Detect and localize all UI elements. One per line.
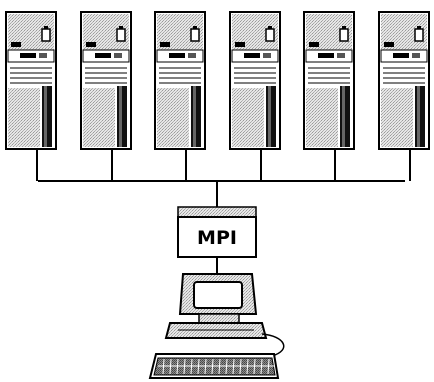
- mpi-box: MPI: [177, 206, 257, 258]
- plc-rack-1: [5, 11, 57, 150]
- pc-workstation: [148, 273, 285, 379]
- monitor-icon: [178, 273, 258, 324]
- keyboard-icon: [148, 353, 280, 379]
- mpi-label: MPI: [197, 227, 237, 249]
- plc-rack-5: [303, 11, 355, 150]
- rack-drop-lines: [36, 149, 411, 181]
- bus-lines: [36, 149, 411, 275]
- keyboard-cable: [261, 333, 285, 357]
- computer-base-icon: [164, 322, 268, 339]
- plc-rack-row: [5, 11, 430, 150]
- plc-rack-2: [80, 11, 132, 150]
- plc-rack-3: [154, 11, 206, 150]
- plc-rack-6: [378, 11, 430, 150]
- plc-rack-4: [229, 11, 281, 150]
